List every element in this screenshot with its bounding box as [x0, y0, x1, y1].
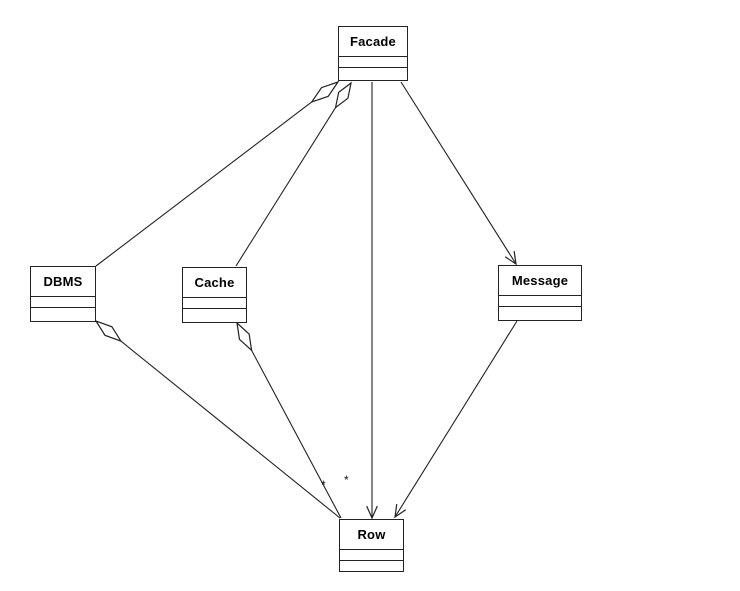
open-arrowhead: [504, 251, 517, 266]
attributes-compartment: [339, 57, 407, 68]
attributes-compartment: [340, 550, 403, 561]
aggregation-diamond: [236, 321, 253, 352]
class-box-cache[interactable]: Cache: [182, 267, 247, 323]
class-box-message[interactable]: Message: [498, 265, 582, 321]
open-arrowhead: [394, 504, 407, 519]
multiplicity-label: *: [321, 478, 326, 492]
edge-facade-cache[interactable]: [235, 81, 352, 267]
edge-line: [394, 320, 518, 518]
edge-facade-dbms[interactable]: [95, 80, 340, 267]
class-name-cache: Cache: [183, 268, 246, 298]
class-box-facade[interactable]: Facade: [338, 26, 408, 81]
operations-compartment: [31, 308, 95, 321]
aggregation-diamond: [334, 81, 352, 109]
edge-facade-message[interactable]: [400, 81, 517, 266]
class-name-dbms: DBMS: [31, 267, 95, 297]
class-name-row: Row: [340, 520, 403, 550]
edge-cache-row[interactable]: [236, 321, 342, 519]
operations-compartment: [339, 68, 407, 80]
multiplicity-label: *: [344, 473, 349, 487]
edge-line: [251, 350, 342, 519]
edge-line: [120, 340, 341, 519]
edge-dbms-row[interactable]: [94, 319, 341, 519]
class-box-row[interactable]: Row: [339, 519, 404, 572]
attributes-compartment: [183, 298, 246, 309]
open-arrowhead: [366, 505, 378, 520]
aggregation-diamond: [94, 319, 123, 343]
attributes-compartment: [31, 297, 95, 308]
edge-facade-row[interactable]: [366, 82, 378, 520]
class-box-dbms[interactable]: DBMS: [30, 266, 96, 322]
edge-line: [235, 107, 337, 267]
operations-compartment: [183, 309, 246, 322]
attributes-compartment: [499, 296, 581, 307]
operations-compartment: [499, 307, 581, 320]
edge-message-row[interactable]: [394, 320, 518, 519]
class-name-message: Message: [499, 266, 581, 296]
class-name-facade: Facade: [339, 27, 407, 57]
edge-line: [400, 81, 517, 265]
edge-line: [95, 101, 313, 267]
operations-compartment: [340, 561, 403, 571]
aggregation-diamond: [310, 80, 340, 104]
